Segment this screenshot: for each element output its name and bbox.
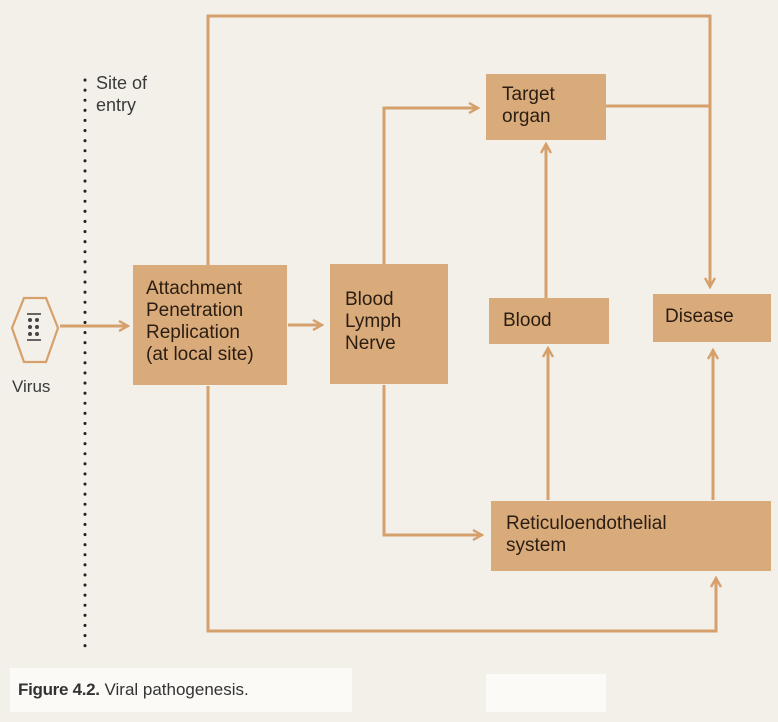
local-site-line-4: (at local site) xyxy=(146,344,254,365)
target-line-2: organ xyxy=(502,106,551,127)
figure-caption: Figure 4.2. Viral pathogenesis. xyxy=(18,680,249,700)
arrow-spread-to-target xyxy=(382,108,478,265)
caption-background-right xyxy=(486,674,606,712)
spread-line-2: Lymph xyxy=(345,311,402,332)
local-site-line-3: Replication xyxy=(146,322,240,343)
target-organ-box: Target organ xyxy=(486,74,606,140)
target-line-1: Target xyxy=(502,84,555,105)
blood-box: Blood xyxy=(489,298,609,344)
spread-line-3: Nerve xyxy=(345,333,396,354)
site-label-line-1: Site of xyxy=(96,73,148,93)
disease-line-1: Disease xyxy=(665,306,734,327)
caption-background xyxy=(10,668,352,712)
arrow-local-to-disease xyxy=(206,14,710,287)
disease-box: Disease xyxy=(653,294,771,342)
res-box: Reticuloendothelial system xyxy=(491,501,771,571)
caption-figure-number: Figure 4.2. xyxy=(18,680,100,699)
blood-line-1: Blood xyxy=(503,310,552,331)
local-site-line-1: Attachment xyxy=(146,278,243,299)
spread-box: Blood Lymph Nerve xyxy=(330,264,448,384)
local-site-line-2: Penetration xyxy=(146,300,244,321)
arrow-spread-to-res xyxy=(382,385,482,535)
site-label-line-2: entry xyxy=(96,95,137,115)
caption-text: Viral pathogenesis. xyxy=(104,680,249,699)
virus-label: Virus xyxy=(12,377,51,396)
arrow-local-to-res xyxy=(206,386,716,633)
spread-line-1: Blood xyxy=(345,289,394,310)
site-of-entry-label: Site of entry xyxy=(96,72,147,116)
res-line-1: Reticuloendothelial xyxy=(506,513,667,534)
res-line-2: system xyxy=(506,535,567,556)
virus-icon xyxy=(10,296,60,364)
local-site-box: Attachment Penetration Replication (at l… xyxy=(133,265,287,385)
